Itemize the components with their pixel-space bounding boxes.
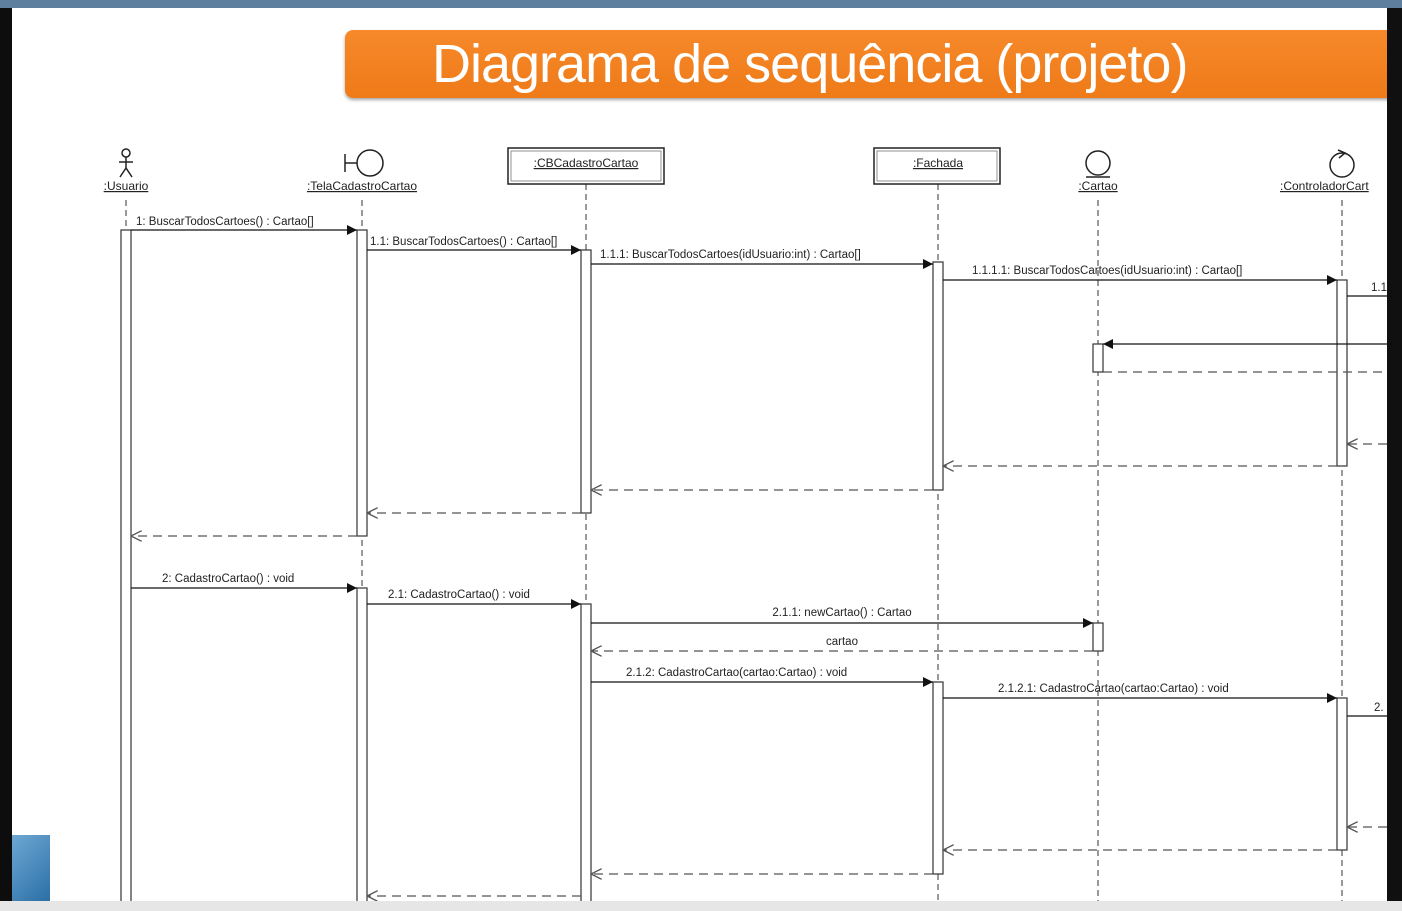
top-bar: [0, 0, 1402, 8]
control-icon: [1329, 149, 1355, 178]
message-label-return-cartao: cartao: [826, 636, 858, 648]
message-label-2-1-2-1: 2.1.2.1: CadastroCartao(cartao:Cartao) :…: [998, 683, 1229, 695]
boundary-icon: [344, 149, 384, 177]
activation-controlador-2: [1336, 697, 1348, 851]
lifeline-label-cb: :CBCadastroCartao: [534, 156, 639, 170]
message-label-1: 1: BuscarTodosCartoes() : Cartao[]: [136, 216, 314, 228]
slide-title: Diagrama de sequência (projeto): [432, 34, 1188, 94]
message-label-1-1-1: 1.1.1: BuscarTodosCartoes(idUsuario:int)…: [600, 249, 861, 261]
slide: Diagrama de sequência (projeto): [12, 8, 1387, 901]
lifeline-label-usuario: :Usuario: [104, 179, 149, 193]
activation-cartao-1: [1092, 343, 1104, 373]
activation-cb-1: [580, 249, 592, 514]
right-border: [1387, 8, 1402, 901]
message-label-1-1-1-1: 1.1.1.1: BuscarTodosCartoes(idUsuario:in…: [972, 265, 1242, 277]
message-label-2-cut: 2.: [1374, 702, 1384, 714]
lifeline-label-tela: :TelaCadastroCartao: [307, 179, 417, 193]
sequence-diagram: :Usuario :TelaCadastroCartao :CBCadastro…: [104, 147, 1387, 901]
activation-tela-1: [356, 229, 368, 537]
entity-icon: [1085, 150, 1111, 178]
object-box-fachada: [873, 147, 1001, 185]
title-banner: [345, 30, 1387, 98]
message-label-2-1-2: 2.1.2: CadastroCartao(cartao:Cartao) : v…: [626, 667, 847, 679]
message-label-2-1-1: 2.1.1: newCartao() : Cartao: [772, 607, 911, 619]
bottom-bar: [0, 901, 1402, 911]
lifeline-label-controlador: :ControladorCart: [1280, 179, 1369, 193]
lifeline-label-fachada: :Fachada: [913, 156, 963, 170]
message-label-1-1-cut: 1.1: [1371, 282, 1387, 294]
left-border: [0, 8, 12, 901]
activation-cartao-2: [1092, 622, 1104, 652]
actor-icon: [119, 148, 133, 178]
object-box-cb: [507, 147, 665, 185]
lifeline-label-cartao: :Cartao: [1078, 179, 1118, 193]
activation-usuario: [120, 229, 132, 901]
message-label-1-1: 1.1: BuscarTodosCartoes() : Cartao[]: [370, 236, 557, 248]
activation-fachada-2: [932, 681, 944, 875]
activation-fachada-1: [932, 261, 944, 491]
message-label-2-1: 2.1: CadastroCartao() : void: [388, 589, 530, 601]
activation-cb-2: [580, 603, 592, 901]
activation-controlador-1: [1336, 279, 1348, 467]
message-label-2: 2: CadastroCartao() : void: [162, 573, 294, 585]
activation-tela-2: [356, 587, 368, 901]
accent-square: [12, 835, 50, 901]
